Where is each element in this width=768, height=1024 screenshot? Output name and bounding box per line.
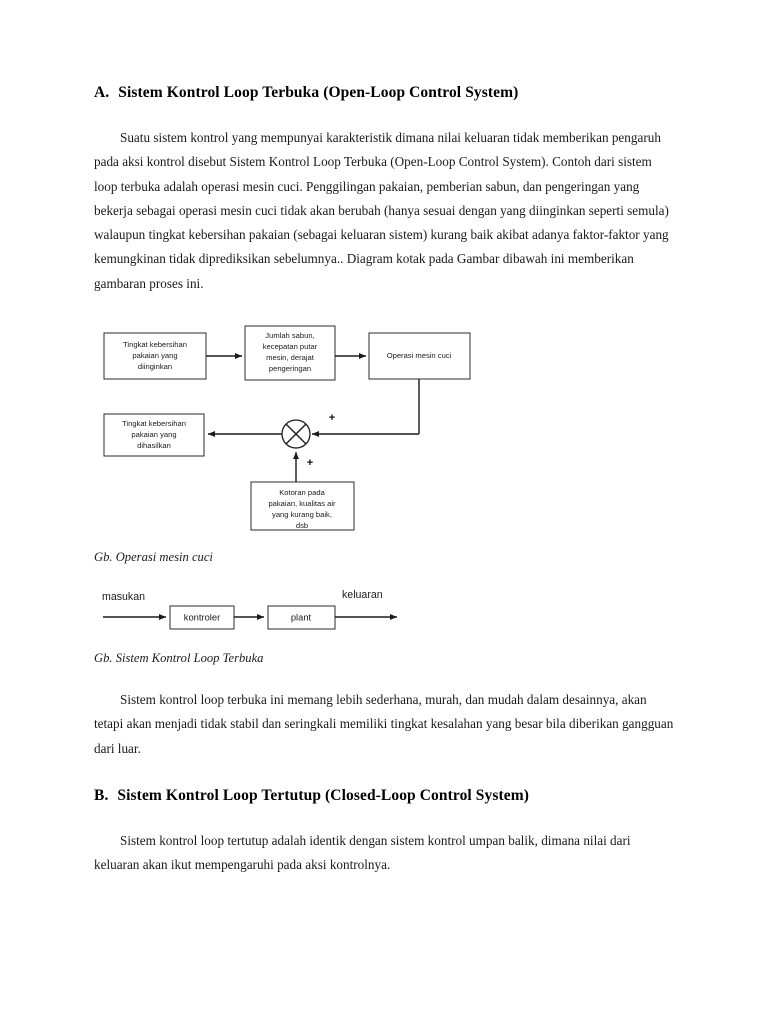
box-plant-label: plant	[291, 612, 312, 623]
box-kontroler-label: kontroler	[184, 612, 220, 623]
summing-junction-cross-2	[285, 423, 307, 445]
box-disturbance-line-1: Kotoran pada	[279, 488, 325, 497]
box-control-line-3: mesin, derajat	[266, 353, 315, 362]
sign-plus-bottom: +	[307, 457, 313, 469]
section-b-heading: B. Sistem Kontrol Loop Tertutup (Closed-L…	[94, 787, 674, 805]
box-output-cleanliness	[103, 413, 205, 457]
section-a-title: Sistem Kontrol Loop Terbuka (Open-Loop C…	[118, 84, 519, 101]
box-control-line-4: pengeringan	[269, 364, 311, 373]
figure-washing-machine-caption: Gb. Operasi mesin cuci	[94, 550, 213, 565]
box-disturbance	[250, 481, 355, 531]
document-content: A. Sistem Kontrol Loop Terbuka (Open-Loop…	[94, 84, 674, 878]
washing-machine-diagram-svg: Tingkat kebersihan pakaian yang diingink…	[103, 325, 471, 531]
box-process-label: Operasi mesin cuci	[387, 351, 452, 360]
box-control-signals	[244, 325, 336, 381]
sign-plus-top: +	[329, 412, 335, 424]
box-disturbance-line-3: yang kurang baik,	[272, 510, 332, 519]
box-disturbance-line-2: pakaian, kualitas air	[268, 499, 336, 508]
label-keluaran: keluaran	[342, 589, 383, 601]
figure-open-loop-caption: Gb. Sistem Kontrol Loop Terbuka	[94, 651, 264, 666]
figure-open-loop: masukan keluaran kontroler plant	[94, 587, 674, 639]
box-desired-line-3: diinginkan	[138, 362, 172, 371]
closing-paragraph: Sistem kontrol loop terbuka ini memang l…	[94, 692, 674, 756]
section-a-letter: A.	[94, 84, 110, 101]
section-a-paragraph: Suatu sistem kontrol yang mempunyai kara…	[94, 130, 669, 291]
box-desired-line-2: pakaian yang	[132, 351, 177, 360]
figure-washing-machine: Tingkat kebersihan pakaian yang diingink…	[94, 318, 674, 540]
box-desired-cleanliness	[103, 332, 207, 380]
section-b-title: Sistem Kontrol Loop Tertutup (Closed-Loo…	[117, 786, 530, 804]
box-disturbance-line-4: dsb	[296, 521, 308, 530]
section-a-heading: A. Sistem Kontrol Loop Terbuka (Open-Loop…	[94, 84, 674, 102]
box-output-line-3: dihasilkan	[137, 441, 171, 450]
box-control-line-2: kecepatan putar	[263, 342, 318, 351]
label-masukan: masukan	[102, 591, 145, 603]
box-process	[368, 332, 471, 380]
box-output-line-1: Tingkat kebersihan	[122, 419, 186, 428]
open-loop-diagram-svg: masukan keluaran kontroler plant	[102, 589, 397, 630]
box-control-line-1: Jumlah sabun,	[265, 331, 314, 340]
box-output-line-2: pakaian yang	[131, 430, 176, 439]
box-desired-line-1: Tingkat kebersihan	[123, 340, 187, 349]
section-b-paragraph: Sistem kontrol loop tertutup adalah iden…	[94, 832, 631, 873]
section-b-letter: B.	[94, 786, 109, 804]
